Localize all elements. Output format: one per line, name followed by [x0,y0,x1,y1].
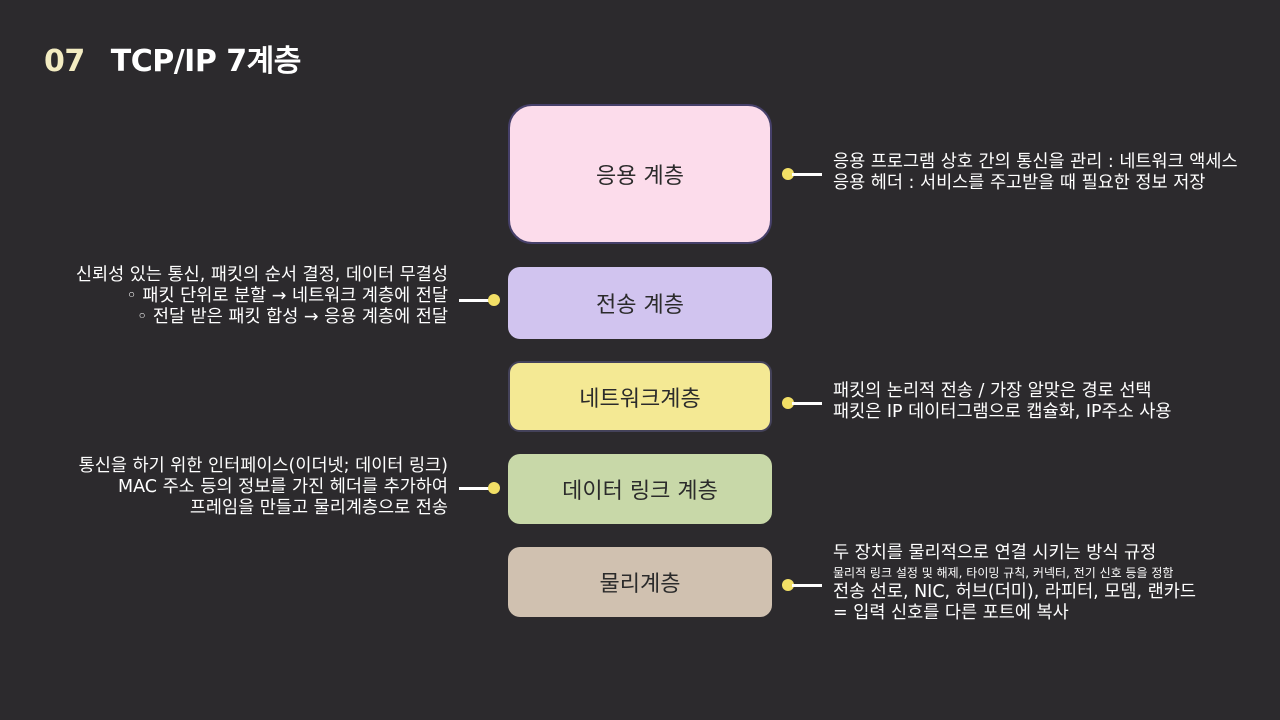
connector-line-application [792,173,822,176]
layer-physical: 물리계층 [508,547,772,617]
title-text: TCP/IP 7계층 [110,44,302,79]
layer-transport: 전송 계층 [508,267,772,339]
desc-physical-line: = 입력 신호를 다른 포트에 복사 [833,603,1069,623]
layer-datalink: 데이터 링크 계층 [508,454,772,524]
connector-line-physical [792,584,822,587]
desc-transport: 신뢰성 있는 통신, 패킷의 순서 결정, 데이터 무결성 ◦ 패킷 단위로 분… [76,265,448,328]
desc-network-line: 패킷은 IP 데이터그램으로 캡슐화, IP주소 사용 [833,402,1172,422]
layer-network: 네트워크계층 [508,361,772,432]
connector-line-network [792,402,822,405]
desc-network-line: 패킷의 논리적 전송 / 가장 알맞은 경로 선택 [833,381,1152,401]
desc-application: 응용 프로그램 상호 간의 통신을 관리 : 네트워크 액세스 응용 헤더 : … [833,152,1238,194]
desc-application-line: 응용 프로그램 상호 간의 통신을 관리 : 네트워크 액세스 [833,152,1238,172]
desc-physical: 두 장치를 물리적으로 연결 시키는 방식 규정 물리적 링크 설정 및 해제,… [833,543,1196,624]
connector-dot-network [782,397,794,409]
connector-dot-physical [782,579,794,591]
desc-datalink-line: 통신을 하기 위한 인터페이스(이더넷; 데이터 링크) [78,456,448,476]
desc-physical-line: 두 장치를 물리적으로 연결 시키는 방식 규정 [833,543,1157,563]
connector-dot-datalink [488,482,500,494]
layer-transport-label: 전송 계층 [596,293,684,318]
desc-physical-note: 물리적 링크 설정 및 해제, 타이밍 규칙, 커넥터, 전기 신호 등을 정함 [833,566,1174,580]
layer-application-label: 응용 계층 [596,164,684,189]
desc-physical-line: 전송 선로, NIC, 허브(더미), 라피터, 모뎀, 랜카드 [833,582,1196,602]
connector-dot-transport [488,294,500,306]
title-number: 07 [44,44,85,79]
connector-dot-application [782,168,794,180]
desc-datalink-line: 프레임을 만들고 물리계층으로 전송 [189,498,448,518]
desc-transport-line: ◦ 전달 받은 패킷 합성 → 응용 계층에 전달 [137,307,448,327]
desc-transport-line: 신뢰성 있는 통신, 패킷의 순서 결정, 데이터 무결성 [75,265,448,285]
layer-physical-label: 물리계층 [599,572,681,597]
layer-network-label: 네트워크계층 [579,386,701,412]
desc-datalink-line: MAC 주소 등의 정보를 가진 헤더를 추가하여 [118,477,448,497]
connector-line-datalink [459,487,491,490]
connector-line-transport [459,299,491,302]
desc-datalink: 통신을 하기 위한 인터페이스(이더넷; 데이터 링크) MAC 주소 등의 정… [79,456,448,519]
layer-datalink-label: 데이터 링크 계층 [562,479,718,504]
page-title: 07 TCP/IP 7계층 [44,36,301,80]
layer-application: 응용 계층 [508,104,772,244]
desc-transport-line: ◦ 패킷 단위로 분할 → 네트워크 계층에 전달 [126,286,448,306]
desc-network: 패킷의 논리적 전송 / 가장 알맞은 경로 선택 패킷은 IP 데이터그램으로… [833,381,1172,423]
desc-application-line: 응용 헤더 : 서비스를 주고받을 때 필요한 정보 저장 [833,173,1206,193]
